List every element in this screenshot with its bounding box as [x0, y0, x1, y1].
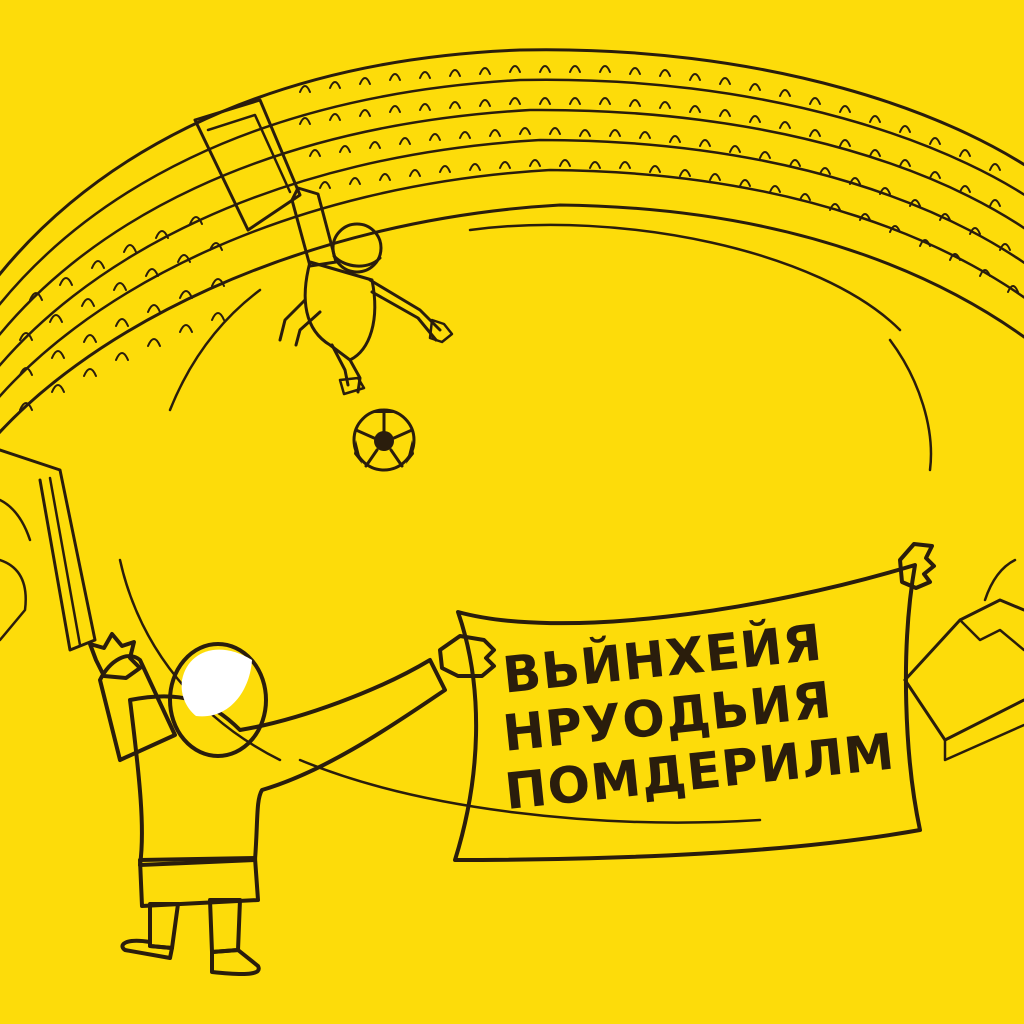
player-figure — [278, 186, 454, 396]
banner-cloth — [453, 563, 922, 862]
soccer-ball — [352, 408, 416, 472]
right-hand — [898, 542, 936, 590]
fan-figure — [88, 632, 496, 976]
left-goal-structure — [0, 448, 97, 652]
right-structure — [903, 558, 1024, 762]
stadium-stands — [0, 48, 1024, 435]
